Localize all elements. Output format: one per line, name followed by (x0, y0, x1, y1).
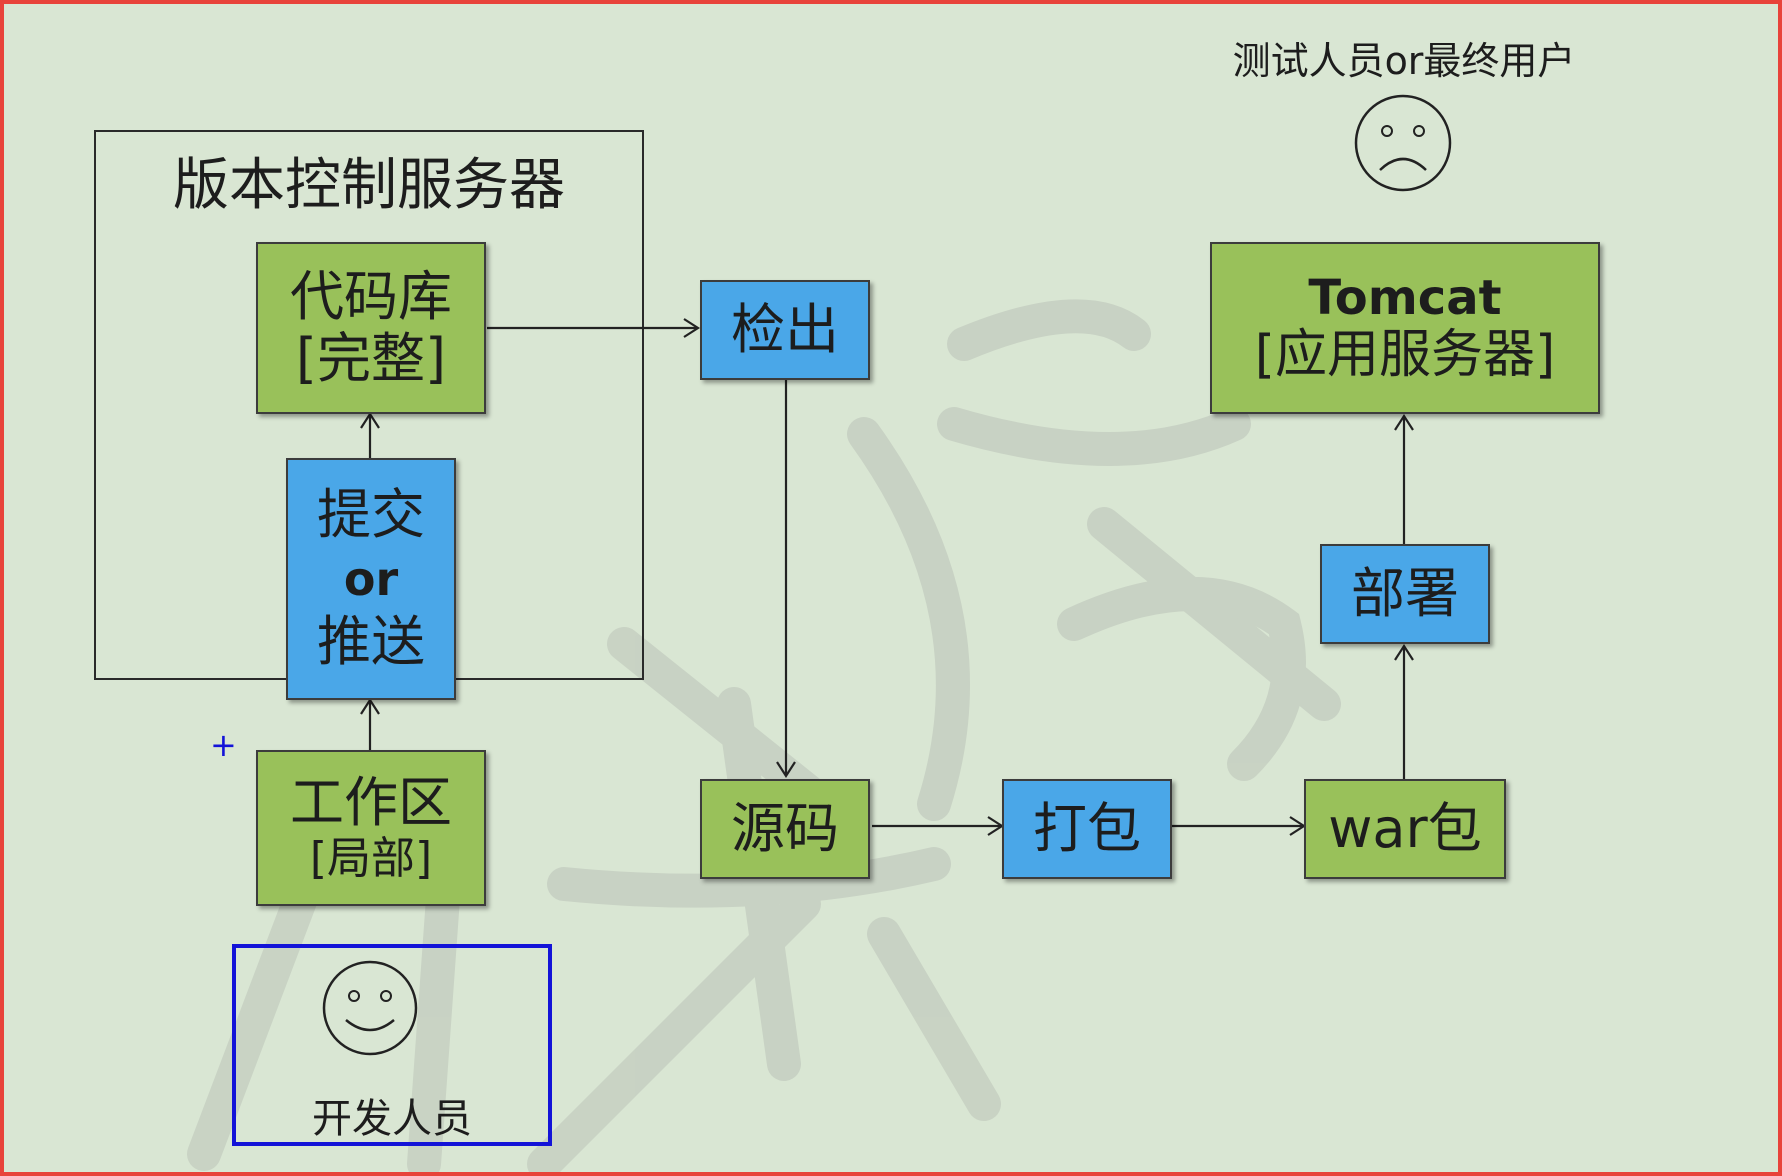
tester-label: 测试人员or最终用户 (1232, 39, 1576, 83)
workspace-sublabel: [局部] (309, 832, 433, 884)
source-code-label: 源码 (731, 796, 839, 860)
workspace-label: 工作区 (290, 770, 452, 834)
developer-selection-box[interactable]: 开发人员 (232, 944, 552, 1146)
code-repository-sublabel: [完整] (295, 327, 447, 390)
code-repository-box[interactable]: 代码库 [完整] (256, 242, 486, 414)
arrow-head (360, 411, 380, 429)
commit-label: 提交 (317, 483, 425, 547)
workspace-box[interactable]: 工作区 [局部] (256, 750, 486, 906)
source-code-box[interactable]: 源码 (700, 779, 870, 879)
smiley-face-icon (322, 960, 418, 1056)
war-package-box[interactable]: war包 (1304, 779, 1506, 879)
arrow-head (360, 697, 380, 715)
vcs-server-label: 版本控制服务器 (173, 153, 565, 218)
or-label: or (343, 551, 399, 606)
deploy-label: 部署 (1351, 561, 1459, 625)
arrow-head (776, 761, 796, 779)
arrow-head (683, 318, 701, 338)
deploy-box[interactable]: 部署 (1320, 544, 1490, 644)
commit-push-box[interactable]: 提交 or 推送 (286, 458, 456, 700)
sad-face-icon (1354, 94, 1452, 192)
arrow-head (1394, 643, 1414, 661)
package-label: 打包 (1033, 796, 1141, 860)
package-box[interactable]: 打包 (1002, 779, 1172, 879)
war-package-label: war包 (1328, 796, 1482, 860)
developer-label: 开发人员 (312, 1096, 472, 1142)
checkout-box[interactable]: 检出 (700, 280, 870, 380)
arrow-head (1394, 413, 1414, 431)
tomcat-box[interactable]: Tomcat [应用服务器] (1210, 242, 1600, 414)
push-label: 推送 (317, 610, 425, 674)
plus-marker: + (210, 726, 237, 764)
watermark (187, 299, 1341, 1172)
tomcat-label: Tomcat (1308, 269, 1502, 326)
tomcat-sublabel: [应用服务器] (1254, 324, 1556, 385)
code-repository-label: 代码库 (290, 264, 452, 328)
checkout-label: 检出 (731, 297, 839, 361)
